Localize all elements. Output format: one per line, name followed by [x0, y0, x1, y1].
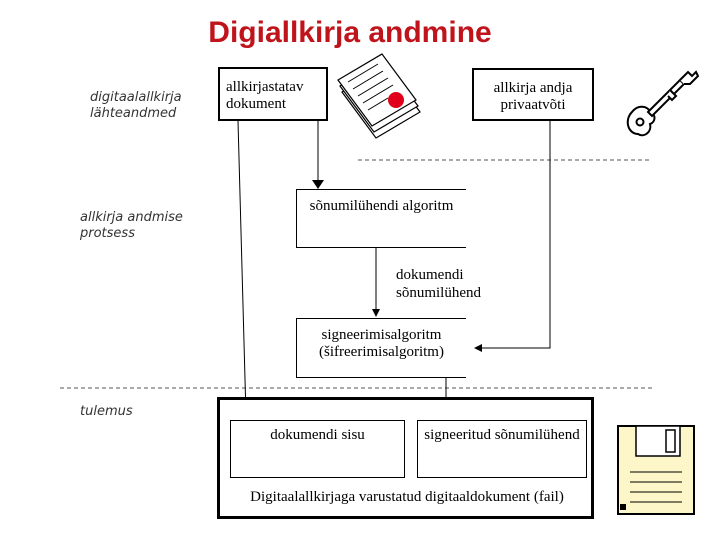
- box-doc-content: dokumendi sisu: [230, 420, 405, 478]
- arrow-head-hash: [312, 180, 324, 189]
- box-document: allkirjastatav dokument: [218, 67, 328, 121]
- arrow-doc-to-content: [237, 120, 250, 418]
- result-container: dokumendi sisu signeeritud sõnumilühend …: [217, 397, 594, 519]
- document-stack-icon: [337, 53, 421, 139]
- floppy-disk-icon: [617, 425, 695, 515]
- box-signing-algorithm: signeerimisalgoritm (šifreerimisalgoritm…: [296, 318, 466, 378]
- box-document-label: allkirjastatav dokument: [226, 79, 304, 112]
- box-private-key: allkirja andja privaatvõti: [472, 68, 594, 121]
- box-hash-algorithm-label: sõnumilühendi algoritm: [309, 198, 454, 214]
- intermediate-hash-label: dokumendi sõnumilühend: [396, 267, 481, 301]
- side-label-result: tulemus: [80, 404, 133, 419]
- result-caption: Digitaalallkirjaga varustatud digitaaldo…: [250, 489, 564, 505]
- box-signing-algorithm-label: signeerimisalgoritm (šifreerimisalgoritm…: [319, 327, 444, 360]
- box-doc-content-label: dokumendi sisu: [270, 427, 365, 443]
- side-label-inputs: digitaalallkirja lähteandmed: [90, 90, 182, 121]
- box-signed-hash: signeeritud sõnumilühend: [417, 420, 587, 478]
- box-signed-hash-label: signeeritud sõnumilühend: [424, 427, 580, 443]
- key-icon: [626, 70, 700, 137]
- box-hash-algorithm: sõnumilühendi algoritm: [296, 189, 466, 248]
- side-label-process: allkirja andmise protsess: [80, 210, 183, 241]
- arrow-key-to-signing: [474, 121, 551, 352]
- box-private-key-label: allkirja andja privaatvõti: [493, 80, 573, 113]
- page-title: Digiallkirja andmine: [208, 16, 492, 49]
